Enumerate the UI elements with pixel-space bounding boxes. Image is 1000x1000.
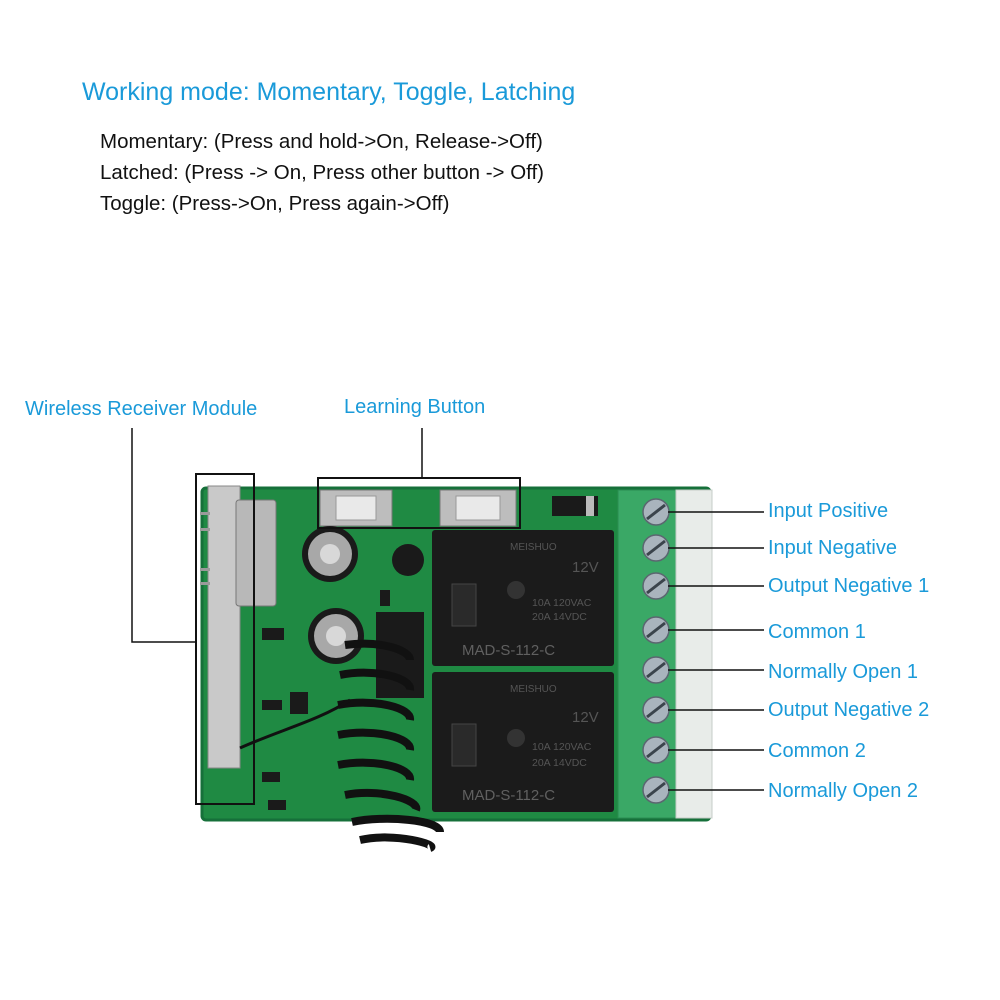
terminal-label-input-positive: Input Positive: [768, 500, 889, 522]
terminal-label-common-2: Common 2: [768, 740, 866, 762]
relay-2-rating-1: 10A 120VAC: [532, 741, 592, 753]
page-title: Working mode: Momentary, Toggle, Latchin…: [82, 78, 576, 106]
terminal-screw-2: [642, 534, 670, 562]
learning-button-1: [319, 489, 393, 527]
ic-chip: [376, 612, 424, 698]
terminal-label-output-negative-2: Output Negative 2: [768, 699, 930, 721]
receiver-leader-line: [131, 428, 196, 643]
mode-latched: Latched: (Press -> On, Press other butto…: [100, 161, 544, 184]
relay-1: MEISHUO 12V 10A 120VAC 20A 14VDC MAD-S-1…: [432, 530, 614, 666]
terminal-screws: [642, 498, 670, 804]
terminal-screw-7: [642, 736, 670, 764]
terminal-label-input-negative: Input Negative: [768, 537, 897, 559]
terminal-screw-5: [642, 656, 670, 684]
transistor: [392, 544, 424, 576]
capacitor-2: [308, 608, 364, 664]
learning-button-label: Learning Button: [344, 396, 486, 418]
receiver-module: [207, 485, 241, 769]
relay-1-model: MAD-S-112-C: [462, 642, 555, 659]
mode-toggle: Toggle: (Press->On, Press again->Off): [100, 192, 450, 215]
learning-callout-box: [317, 477, 521, 529]
relay-1-rating-2: 20A 14VDC: [532, 611, 587, 623]
capacitor-1: [302, 526, 358, 582]
relay-1-rating-1: 10A 120VAC: [532, 597, 592, 609]
relay-1-brand: MEISHUO: [510, 542, 557, 553]
relay-2-rating-2: 20A 14VDC: [532, 757, 587, 769]
receiver-module-label: Wireless Receiver Module: [25, 398, 258, 420]
terminal-leader-lines: [668, 511, 764, 791]
relay-2-voltage: 12V: [572, 709, 599, 726]
relay-1-voltage: 12V: [572, 559, 599, 576]
mode-momentary: Momentary: (Press and hold->On, Release-…: [100, 130, 543, 153]
crystal: [235, 499, 277, 607]
terminal-label-output-negative-1: Output Negative 1: [768, 575, 930, 597]
receiver-callout-box: [195, 473, 255, 805]
terminal-label-normally-open-1: Normally Open 1: [768, 661, 919, 683]
terminal-block-side: [675, 489, 713, 819]
terminal-label-common-1: Common 1: [768, 621, 866, 643]
receiver-pins: [200, 512, 210, 585]
terminal-screw-8: [642, 776, 670, 804]
terminal-screw-4: [642, 616, 670, 644]
terminal-screw-1: [642, 498, 670, 526]
terminal-label-normally-open-2: Normally Open 2: [768, 780, 919, 802]
relay-2-brand: MEISHUO: [510, 684, 557, 695]
terminal-screw-6: [642, 696, 670, 724]
relay-2: MEISHUO 12V 10A 120VAC 20A 14VDC MAD-S-1…: [432, 672, 614, 812]
terminal-screw-3: [642, 572, 670, 600]
learning-button-2: [439, 489, 517, 527]
antenna-coil: [337, 639, 444, 852]
relay-2-model: MAD-S-112-C: [462, 787, 555, 804]
